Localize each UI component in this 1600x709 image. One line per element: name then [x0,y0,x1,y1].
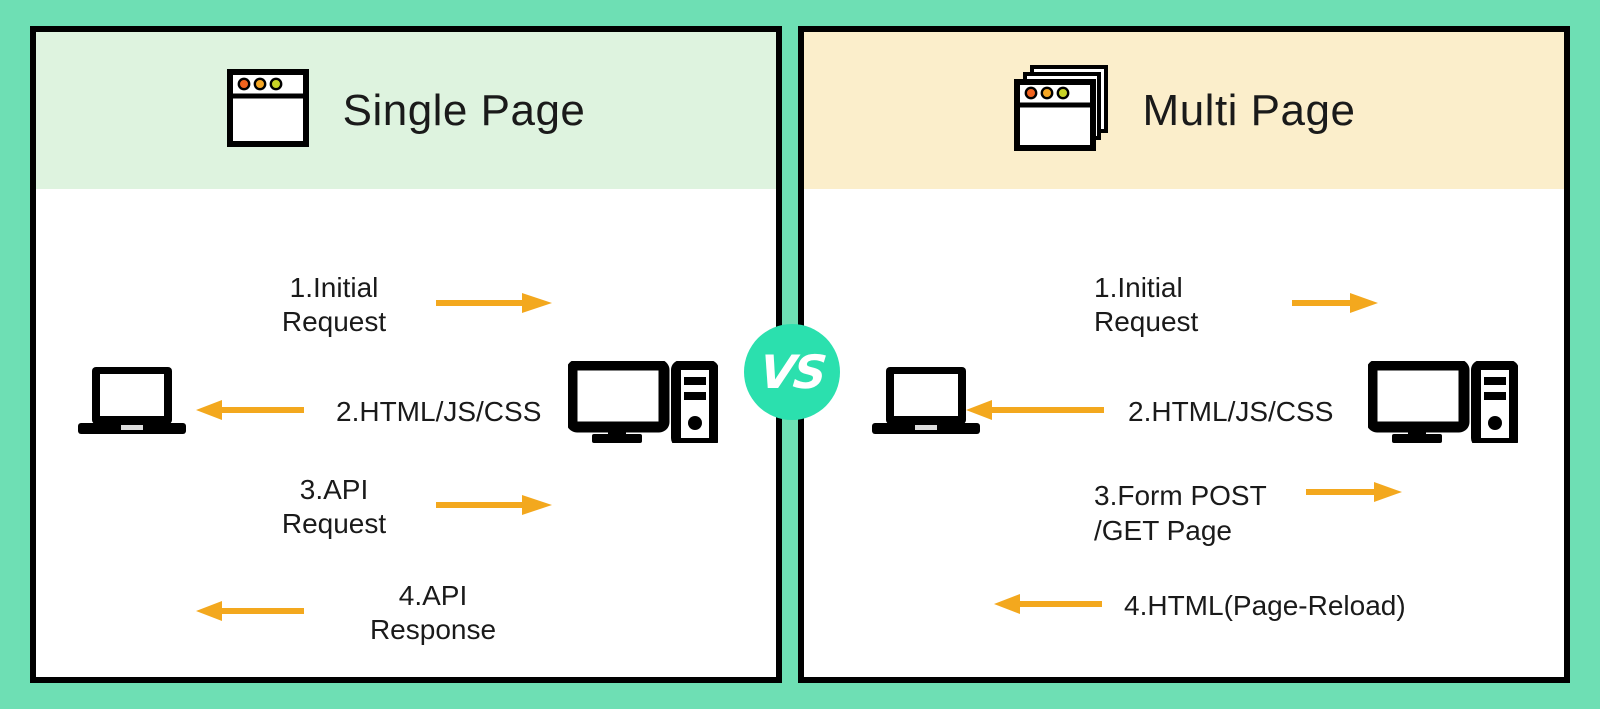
flow-step-1: 1.Initial Request [134,271,654,339]
flow-step-3-label: 3.Form POST /GET Page [1094,480,1267,546]
flow-step-1-label: 1.Initial Request [281,272,387,338]
vs-badge-label: VS [756,345,828,399]
panel-single-page: Single Page [30,26,782,683]
arrow-right-icon [434,492,554,523]
flow-step-4-label: 4.HTML(Page-Reload) [1124,590,1406,621]
arrow-right-icon [1290,290,1380,321]
flow-step-3-label: 3.API Request [281,474,387,540]
arrow-left-icon [196,397,306,428]
panel-title-multi-page: Multi Page [1142,85,1356,135]
panel-multi-page: Multi Page [798,26,1570,683]
desktop-server-icon [1366,359,1519,448]
arrow-left-icon [994,591,1104,622]
flow-step-4-label: 4.API Response [369,580,497,646]
flow-step-2: 2.HTML/JS/CSS [196,395,616,429]
flow-step-3: 3.Form POST /GET Page [1094,479,1404,548]
flow-step-3: 3.API Request [134,473,654,541]
flow-step-4: 4.API Response [196,579,636,647]
arrow-right-icon [434,290,554,321]
panel-body-multi-page: 1.Initial Request 2.HTML/JS/CSS [804,189,1564,677]
panel-body-single-page: 1.Initial Request 2.HTML/JS/CSS [36,189,776,677]
panel-header-multi-page: Multi Page [804,32,1564,189]
desktop-server-icon [566,359,719,448]
flow-step-2-label: 2.HTML/JS/CSS [1128,396,1334,427]
browser-window-icon [226,69,309,152]
flow-step-2: 2.HTML/JS/CSS [966,395,1333,429]
arrow-right-icon [1304,479,1404,510]
arrow-left-icon [966,397,1106,428]
flow-step-2-label: 2.HTML/JS/CSS [336,396,542,427]
laptop-icon [870,363,982,444]
vs-badge: VS [744,324,840,420]
laptop-icon [76,363,188,444]
panel-header-single-page: Single Page [36,32,776,189]
flow-step-4: 4.HTML(Page-Reload) [994,589,1406,623]
panel-title-single-page: Single Page [342,85,586,135]
arrow-left-icon [196,598,306,629]
flow-step-1-label: 1.Initial Request [1094,272,1199,338]
flow-step-1: 1.Initial Request [1094,271,1380,339]
browser-windows-stack-icon [1013,64,1109,157]
